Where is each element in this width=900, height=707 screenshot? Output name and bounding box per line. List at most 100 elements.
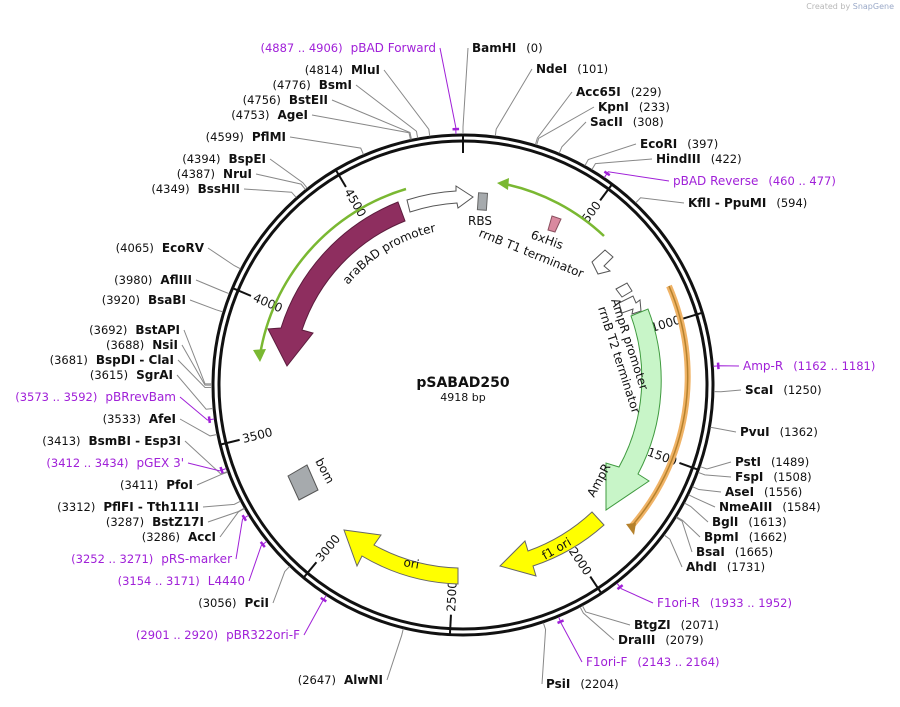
label-name: PfoI xyxy=(166,478,193,492)
site-label[interactable]: BstEII(4756) xyxy=(243,93,328,107)
site-label[interactable]: PfoI (3411) xyxy=(120,478,193,492)
label-position: (233) xyxy=(639,100,670,114)
connector-line xyxy=(616,582,654,604)
site-label[interactable]: AseI(1556) xyxy=(725,485,802,499)
site-label[interactable]: SgrAI(3615) xyxy=(90,368,173,382)
site-label[interactable]: BsaBI(3920) xyxy=(102,293,186,307)
label-position: (1250) xyxy=(783,383,821,397)
site-label[interactable]: BamHI(0) xyxy=(472,41,543,55)
label-name: PflMI xyxy=(252,130,286,144)
label-position: (3411) xyxy=(120,478,158,492)
label-position: (2143 .. 2164) xyxy=(637,655,719,669)
label-name: PciI xyxy=(245,596,270,610)
site-label[interactable]: BtgZI(2071) xyxy=(634,618,719,632)
site-label[interactable]: BsmI(4776) xyxy=(272,78,352,92)
label-name: EcoRV xyxy=(162,241,205,255)
connector-line xyxy=(235,514,249,560)
plasmid-size: 4918 bp xyxy=(440,391,485,404)
site-label[interactable]: AhdI(1731) xyxy=(686,560,765,574)
site-label[interactable]: BspDI - ClaI(3681) xyxy=(50,353,174,367)
site-label[interactable]: PflMI(4599) xyxy=(206,130,286,144)
site-label[interactable]: PciI(3056) xyxy=(198,596,269,610)
primer-label[interactable]: pRS-marker(3252 .. 3271) xyxy=(71,552,232,566)
label-position: (460 .. 477) xyxy=(768,174,836,188)
tick-mark xyxy=(589,576,603,595)
label-position: (4776) xyxy=(272,78,310,92)
tick-mark xyxy=(219,438,240,446)
site-label[interactable]: KpnI(233) xyxy=(598,100,670,114)
site-label[interactable]: NruI(4387) xyxy=(177,167,252,181)
site-label[interactable]: BstZ17I(3287) xyxy=(106,515,204,529)
credit-app: SnapGene xyxy=(852,2,894,11)
primer-label[interactable]: F1ori-R(1933 .. 1952) xyxy=(657,596,792,610)
site-label[interactable]: AccI(3286) xyxy=(142,530,216,544)
site-label[interactable]: PvuI(1362) xyxy=(740,425,818,439)
site-label[interactable]: PsiI(2204) xyxy=(546,677,619,691)
label-name: Acc65I xyxy=(576,85,621,99)
site-label[interactable]: PflFI - Tth111I(3312) xyxy=(57,500,199,514)
connector-line xyxy=(311,114,411,140)
site-label[interactable]: HindIII(422) xyxy=(656,152,742,166)
tick-mark xyxy=(334,168,347,188)
site-label[interactable]: AflIII(3980) xyxy=(114,273,192,287)
site-label[interactable]: BsmBI - Esp3I(3413) xyxy=(42,434,181,448)
connector-line xyxy=(692,486,722,493)
tick-mark xyxy=(679,461,700,471)
primer-label[interactable]: pBAD Forward(4887 .. 4906) xyxy=(260,41,436,55)
primer-label[interactable]: pBRrevBam(3573 .. 3592) xyxy=(15,390,176,404)
label-position: (2079) xyxy=(665,633,703,647)
label-name: BstZ17I xyxy=(152,515,204,529)
site-label[interactable]: BstAPI(3692) xyxy=(89,323,180,337)
site-label[interactable]: BglI(1613) xyxy=(712,515,787,529)
bom-feature xyxy=(287,464,319,501)
label-name: EcoRI xyxy=(640,137,677,151)
site-label[interactable]: AgeI(4753) xyxy=(231,108,308,122)
label-position: (1731) xyxy=(727,560,765,574)
site-label[interactable]: SacII(308) xyxy=(590,115,664,129)
site-label[interactable]: EcoRI(397) xyxy=(640,137,718,151)
label-name: AlwNI xyxy=(344,673,383,687)
primer-label[interactable]: F1ori-F(2143 .. 2164) xyxy=(586,655,720,669)
site-label[interactable]: NsiI(3688) xyxy=(106,338,178,352)
label-name: pGEX 3' xyxy=(137,456,184,470)
credit-created-by: Created by xyxy=(806,2,851,11)
label-name: BtgZI xyxy=(634,618,671,632)
site-label[interactable]: MluI(4814) xyxy=(305,63,380,77)
tick-mark xyxy=(302,561,318,580)
label-position: (4887 .. 4906) xyxy=(260,41,342,55)
connector-line xyxy=(303,595,327,636)
site-label[interactable]: AlwNI(2647) xyxy=(298,673,383,687)
ori-label: ori xyxy=(402,555,420,571)
connector-line xyxy=(700,461,732,470)
label-position: (3573 .. 3592) xyxy=(15,390,97,404)
primer-binding-mark xyxy=(603,170,611,177)
connector-line xyxy=(176,374,214,410)
primer-label[interactable]: pBR322ori-F(2901 .. 2920) xyxy=(136,628,300,642)
site-label[interactable]: NdeI(101) xyxy=(536,62,608,76)
site-label[interactable]: KflI - PpuMI(594) xyxy=(688,196,807,210)
label-position: (4065) xyxy=(116,241,154,255)
site-label[interactable]: DraIII(2079) xyxy=(618,633,704,647)
connector-line xyxy=(558,616,583,663)
site-label[interactable]: EcoRV (4065) xyxy=(116,241,205,255)
label-name: MluI xyxy=(351,63,380,77)
site-label[interactable]: NmeAIII(1584) xyxy=(719,500,821,514)
connector-line xyxy=(541,622,547,685)
primer-label[interactable]: Amp-R(1162 .. 1181) xyxy=(743,359,875,373)
primer-label[interactable]: pGEX 3'(3412 .. 3434) xyxy=(46,456,184,470)
connector-line xyxy=(663,534,683,568)
site-label[interactable]: ScaI(1250) xyxy=(745,383,822,397)
site-label[interactable]: BssHII(4349) xyxy=(151,182,240,196)
site-label[interactable]: PstI(1489) xyxy=(735,455,809,469)
primer-label[interactable]: pBAD Reverse(460 .. 477) xyxy=(673,174,836,188)
site-label[interactable]: AfeI(3533) xyxy=(103,412,176,426)
primer-label[interactable]: L4440(3154 .. 3171) xyxy=(118,574,245,588)
site-label[interactable]: Acc65I(229) xyxy=(576,85,662,99)
site-label[interactable]: FspI(1508) xyxy=(735,470,812,484)
rbs-label: RBS xyxy=(468,214,492,228)
site-label[interactable]: BsaI(1665) xyxy=(696,545,773,559)
site-label[interactable]: BpmI(1662) xyxy=(704,530,787,544)
label-name: BamHI xyxy=(472,41,516,55)
site-label[interactable]: BspEI(4394) xyxy=(182,152,266,166)
connector-line xyxy=(355,84,419,139)
